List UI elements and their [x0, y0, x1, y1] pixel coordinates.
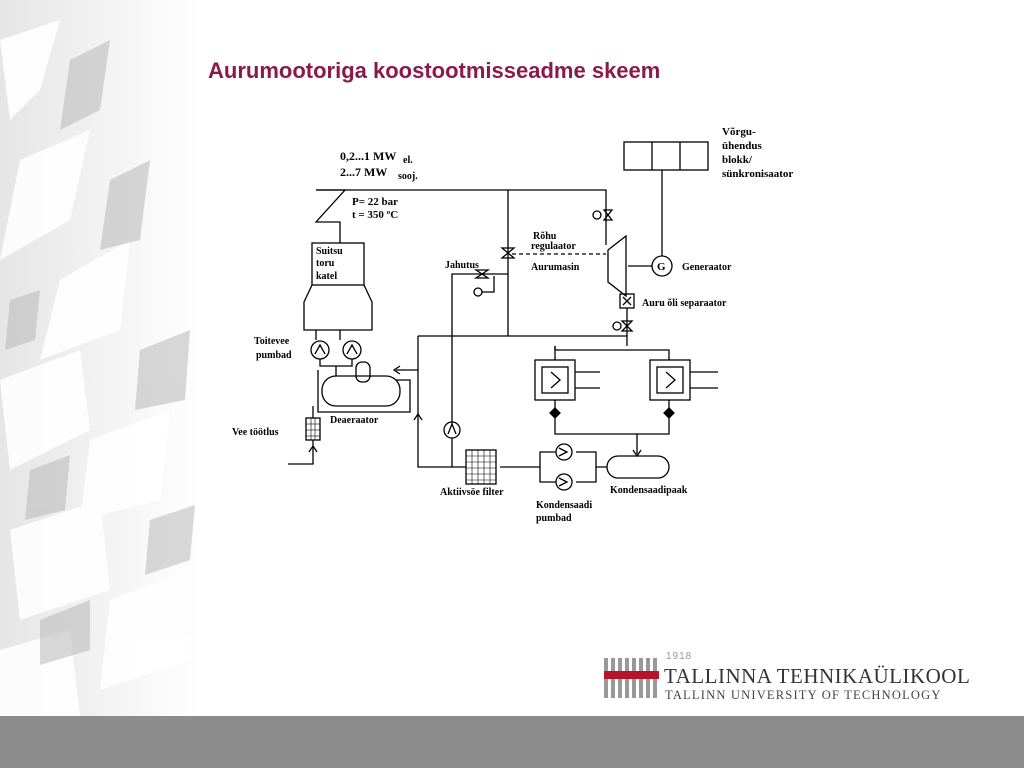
label-power-heat: 2...7 MW — [340, 165, 387, 179]
label-grid-4: sünkronisaator — [722, 168, 793, 180]
condensate-tank — [606, 455, 670, 479]
label-power-el: 0,2...1 MW — [340, 149, 396, 163]
label-feed-pumps-1: Toitevee — [254, 336, 290, 347]
boiler-zigzag — [314, 189, 347, 243]
condensate-pump-2 — [555, 473, 573, 491]
label-water-treatment: Vee töötlus — [232, 427, 279, 438]
label-pressure-reg-1: Rõhu — [533, 231, 557, 242]
label-grid-1: Võrgu- — [722, 126, 756, 138]
label-deaerator: Deaeraator — [330, 415, 379, 426]
label-carbon-filter: Aktiivsöe filter — [440, 487, 504, 498]
steam-engine-icon — [607, 234, 627, 298]
label-boiler-1: Suitsu — [316, 246, 343, 257]
deaerator — [321, 375, 401, 407]
footer-bar — [0, 716, 1024, 768]
label-condensate-pumps-1: Kondensaadi — [536, 500, 592, 511]
label-condensate-pumps-2: pumbad — [536, 513, 572, 524]
background-texture — [0, 0, 200, 716]
boiler-box — [311, 242, 365, 286]
label-generator: Generaator — [682, 262, 732, 273]
water-treatment — [305, 417, 321, 441]
label-grid-2: ühendus — [722, 140, 762, 152]
slide-title: Aurumootoriga koostootmisseadme skeem — [208, 58, 661, 83]
label-pressure: P= 22 bar — [352, 196, 398, 208]
label-grid-3: blokk/ — [722, 154, 753, 166]
logo-subtitle: TALLINN UNIVERSITY OF TECHNOLOGY — [665, 688, 942, 702]
label-boiler-2: toru — [316, 258, 335, 269]
logo-year: 1918 — [666, 651, 693, 662]
logo-name: TALLINNA TEHNIKAÜLIKOOL — [664, 664, 971, 688]
label-cooling: Jahutus — [445, 260, 479, 271]
label-power-el-sub: el. — [403, 155, 413, 166]
label-pressure-reg-2: regulaator — [531, 241, 576, 252]
label-boiler-3: katel — [316, 271, 337, 282]
label-condensate-tank: Kondensaadipaak — [610, 485, 688, 496]
label-steam-engine: Aurumasin — [531, 262, 580, 273]
carbon-filter — [465, 449, 497, 485]
label-feed-pumps-2: pumbad — [256, 350, 292, 361]
steam-header-pipe — [316, 189, 607, 245]
label-oil-separator: Auru õli separaator — [642, 298, 727, 309]
label-power-heat-sub: sooj. — [398, 171, 418, 182]
label-temperature: t = 350 ºC — [352, 209, 398, 221]
condensate-pump-1 — [555, 443, 573, 461]
heat-exchanger-2 — [649, 359, 691, 401]
university-logo-icon — [604, 658, 659, 698]
label-generator-symbol: G — [657, 261, 666, 273]
heat-exchanger-1 — [534, 359, 576, 401]
boiler-hopper — [303, 284, 373, 331]
grid-connection-block — [623, 141, 709, 171]
process-diagram: 0,2...1 MW el. 2...7 MW sooj. P= 22 bar … — [232, 126, 793, 524]
